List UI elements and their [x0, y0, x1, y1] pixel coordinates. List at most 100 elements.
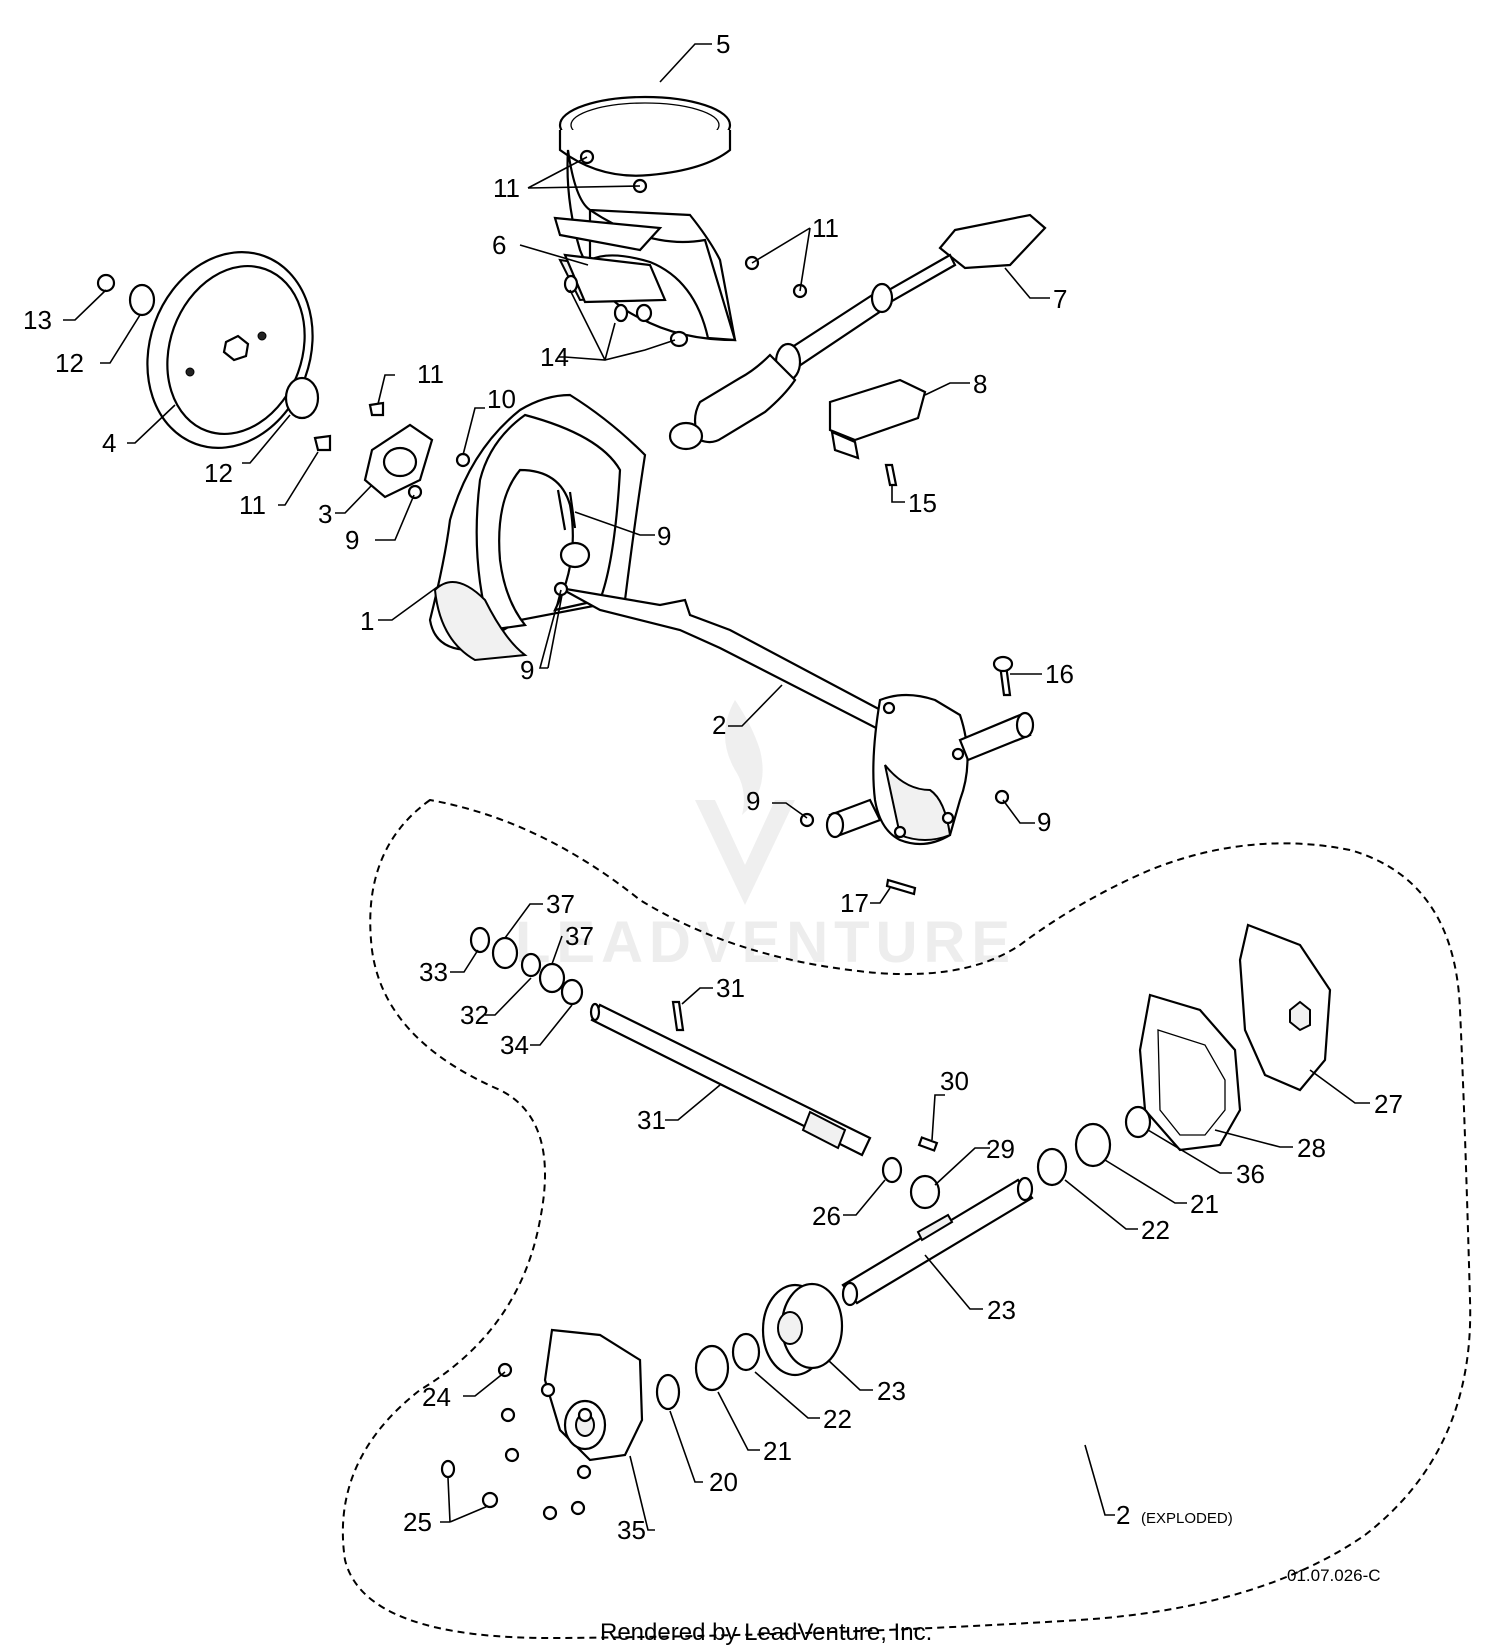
washer-part-31-a — [520, 952, 542, 978]
label-3: 3 — [318, 499, 332, 529]
plug-part-18-a — [440, 1459, 456, 1479]
pin-part-30 — [671, 1000, 685, 1032]
label-11-top: 11 — [493, 173, 520, 203]
label-12-upper: 11 — [417, 359, 444, 389]
diagram-code: 01.07.026-C — [1287, 1566, 1381, 1585]
label-8: 8 — [973, 369, 987, 399]
label-16: 14 — [540, 342, 569, 372]
watermark-text: LEADVENTURE — [515, 910, 1016, 975]
label-20: 28 — [1297, 1133, 1326, 1163]
seal-part-32 — [538, 962, 566, 994]
bushing-part-33 — [491, 936, 519, 970]
rivet-part-16-a — [563, 274, 579, 294]
label-24: 23 — [877, 1376, 906, 1406]
label-23-lower: 22 — [823, 1404, 852, 1434]
key-part-26 — [917, 1136, 939, 1152]
screws-part-35 — [497, 1362, 593, 1521]
footer-credit: Rendered by LeadVenture, Inc. — [600, 1619, 932, 1646]
label-15: 13 — [23, 305, 52, 335]
gearbox-half-part-36 — [1238, 923, 1332, 1092]
label-2-exploded: 2 — [1116, 1500, 1130, 1530]
bolt-part-37-bottom — [885, 878, 917, 896]
label-12-lower: 11 — [239, 490, 266, 520]
bolt-part-12-upper — [368, 401, 385, 417]
chute-handle-part-7 — [668, 213, 1047, 451]
nut-part-11-f — [407, 484, 423, 500]
part-labels: 5 11 6 11 7 14 8 15 13 12 11 10 4 12 11 … — [23, 29, 1403, 1545]
label-22-lower: 21 — [763, 1436, 792, 1466]
label-37-bottom: 17 — [840, 888, 869, 918]
label-10: 9 — [657, 521, 671, 551]
nut-part-11-e — [455, 452, 471, 468]
label-2: 2 — [712, 710, 726, 740]
washer-part-34 — [469, 926, 491, 954]
label-23-upper: 22 — [1141, 1215, 1170, 1245]
label-4: 4 — [102, 428, 116, 458]
seal-part-21-upper — [1124, 1105, 1152, 1139]
label-5: 5 — [716, 29, 730, 59]
nut-part-9-left — [799, 812, 815, 828]
worm-shaft-part-29 — [589, 1002, 872, 1157]
label-9-left: 9 — [746, 786, 760, 816]
label-33: 37 — [546, 889, 575, 919]
gearbox-half-part-19 — [543, 1328, 644, 1462]
label-26: 30 — [940, 1066, 969, 1096]
label-28: 26 — [812, 1201, 841, 1231]
auger-housing-part-1 — [428, 393, 647, 662]
exploded-note: (EXPLODED) — [1141, 1510, 1233, 1527]
bushing-part-22-upper — [1074, 1122, 1112, 1168]
label-29: 31 — [637, 1105, 666, 1135]
bracket-part-8 — [828, 378, 927, 460]
label-11-lower: 9 — [345, 525, 359, 555]
label-36: 27 — [1374, 1089, 1403, 1119]
label-13: 12 — [204, 458, 233, 488]
bushing-part-22-lower — [694, 1344, 730, 1392]
bolt-part-10 — [556, 489, 577, 531]
nut-part-15 — [96, 273, 116, 293]
label-14: 12 — [55, 348, 84, 378]
label-17: 15 — [908, 488, 937, 518]
label-21-lower: 20 — [709, 1467, 738, 1497]
shaft-assembly-part-2 — [559, 586, 1035, 846]
spacer-part-14 — [128, 283, 156, 317]
rivet-part-16-c — [635, 303, 653, 323]
hub-part-13 — [284, 376, 320, 420]
worm-gear-part-24 — [761, 1282, 844, 1377]
label-32: 37 — [565, 921, 594, 951]
label-9-upper: 9 — [520, 655, 534, 685]
label-34: 33 — [419, 957, 448, 987]
label-9-right: 9 — [1037, 807, 1051, 837]
washer-part-28 — [881, 1156, 903, 1184]
bracket-part-6 — [563, 253, 667, 304]
label-31-a: 32 — [460, 1000, 489, 1030]
leader-lines — [63, 43, 1370, 1531]
nut-part-9-upper — [553, 581, 569, 597]
label-6: 6 — [492, 230, 506, 260]
rivet-part-16-b — [613, 303, 629, 323]
nut-part-9-right — [994, 789, 1010, 805]
label-11-mid: 10 — [487, 384, 516, 414]
chute-part-5 — [553, 95, 737, 342]
bolt-part-12-lower — [313, 434, 332, 452]
bearing-flange-part-3 — [363, 423, 434, 499]
pulley-part-4 — [146, 251, 314, 449]
label-27: 29 — [986, 1134, 1015, 1164]
washer-part-31-b — [560, 978, 584, 1006]
label-22-upper: 21 — [1190, 1189, 1219, 1219]
bolt-part-17 — [884, 463, 898, 487]
label-7: 7 — [1053, 284, 1067, 314]
bushing-part-27 — [909, 1174, 941, 1210]
label-11-right: 11 — [812, 213, 839, 243]
label-31-b: 34 — [500, 1030, 529, 1060]
label-35: 24 — [422, 1382, 451, 1412]
axle-part-25 — [841, 1176, 1034, 1307]
label-18: 25 — [403, 1507, 432, 1537]
washer-part-23-lower — [731, 1332, 761, 1372]
label-37-top: 16 — [1045, 659, 1074, 689]
gasket-part-20 — [1138, 993, 1242, 1152]
plug-part-18-b — [481, 1491, 499, 1509]
label-19: 35 — [617, 1515, 646, 1545]
seal-part-21-lower — [655, 1373, 681, 1411]
